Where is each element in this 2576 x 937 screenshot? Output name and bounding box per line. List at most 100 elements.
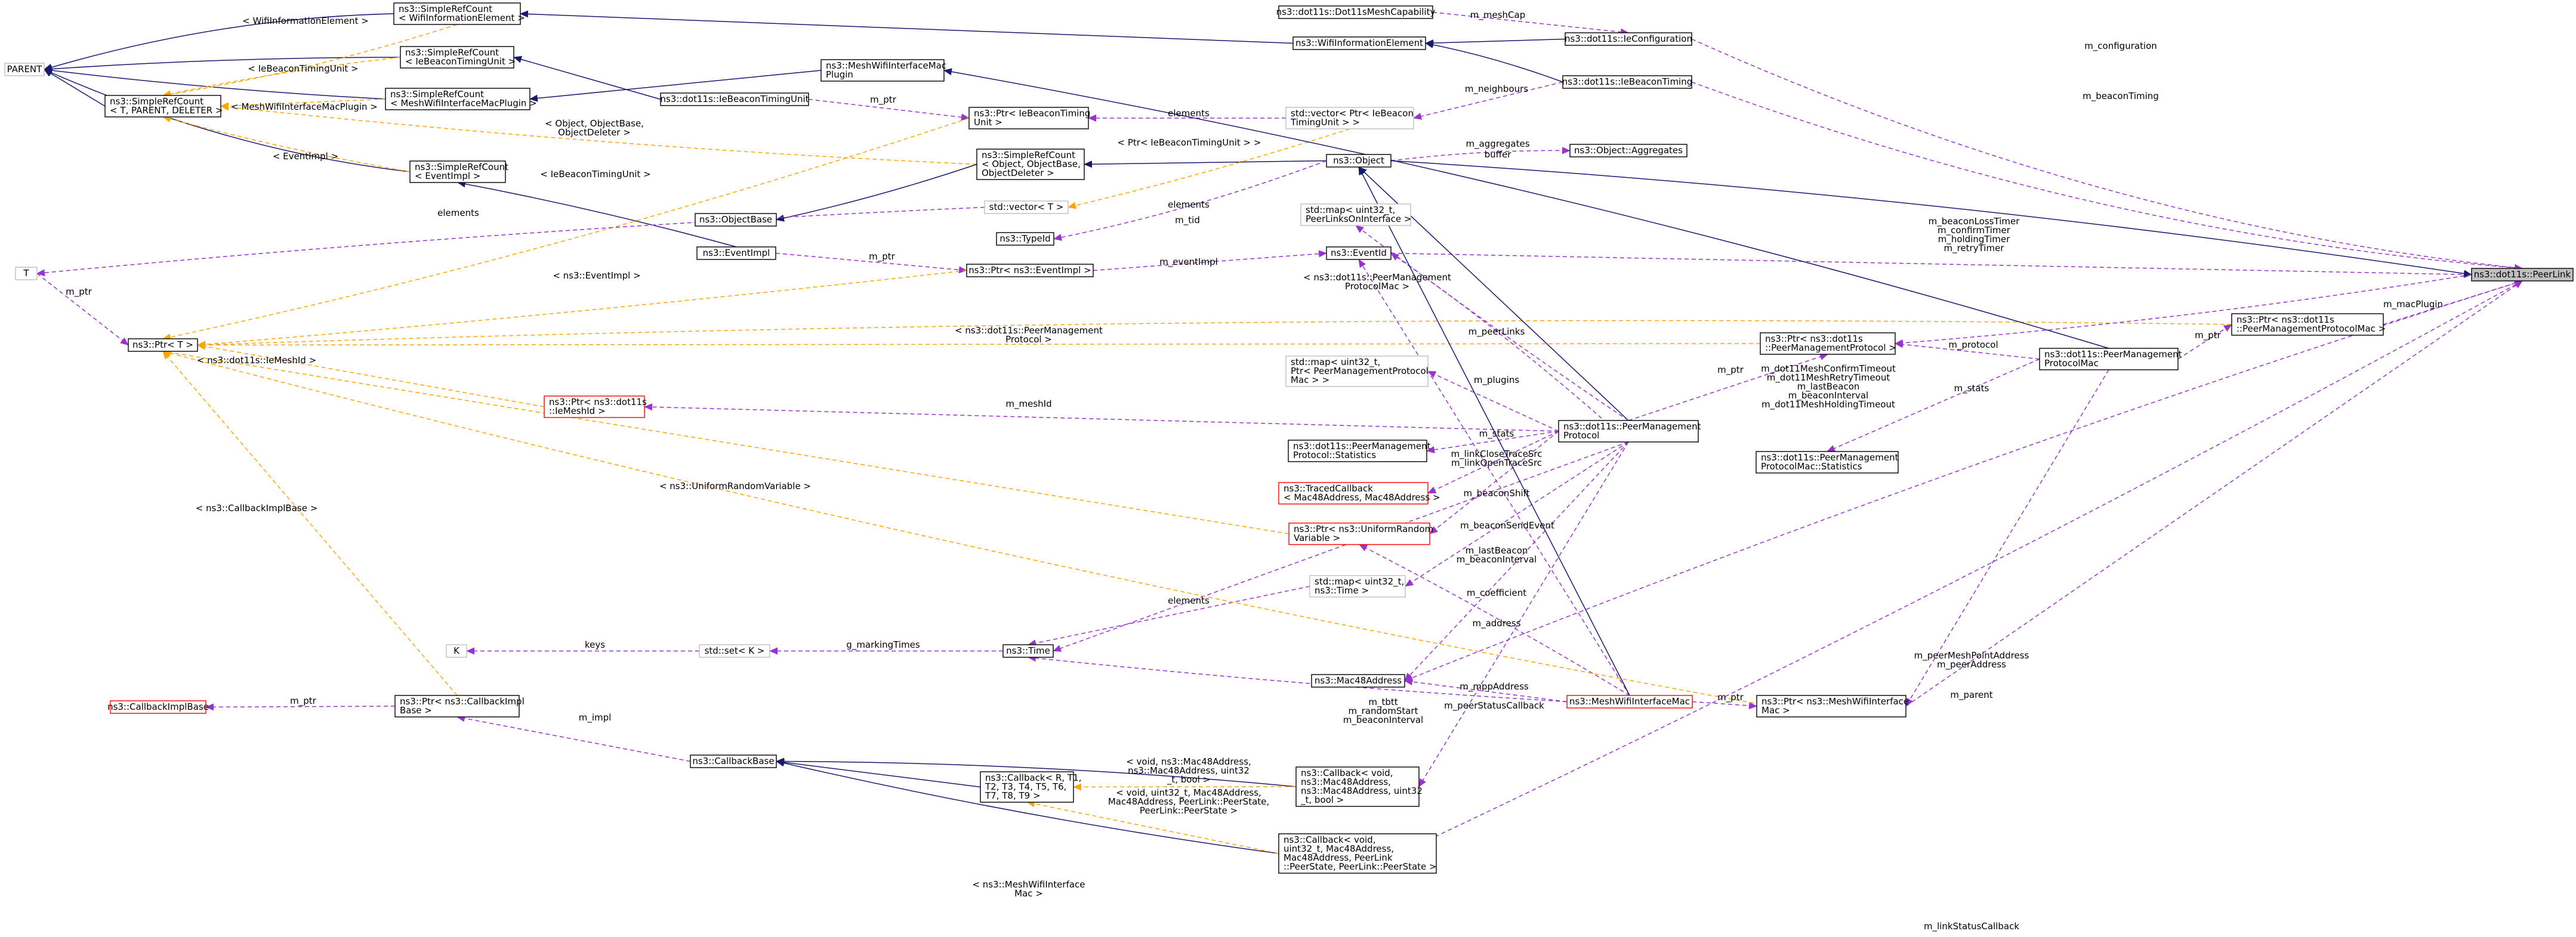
node-box bbox=[820, 59, 945, 82]
edge-label-lbl-impl: m_impl bbox=[579, 712, 612, 723]
edge-pmp-to-ptr_uniform bbox=[1429, 431, 1559, 534]
edge-label-lbl-ietimingunit: < IeBeaconTimingUnit > bbox=[248, 63, 358, 74]
node-callbackbase[interactable]: ns3::CallbackBase bbox=[690, 754, 777, 768]
edge-meshplugin-to-srcount_meshplugin bbox=[529, 70, 822, 102]
node-label: std::map< uint32_t,Ptr< PeerManagementPr… bbox=[1291, 357, 1429, 385]
edge-label-lbl-protocol: m_protocol bbox=[1948, 339, 1998, 351]
node-typeid[interactable]: ns3::TypeId bbox=[996, 232, 1054, 246]
node-mac48[interactable]: ns3::Mac48Address bbox=[1311, 674, 1405, 688]
node-box bbox=[400, 46, 514, 69]
node-ieconfig[interactable]: ns3::dot11s::IeConfiguration bbox=[1565, 32, 1692, 46]
node-box bbox=[2231, 313, 2384, 336]
node-t[interactable]: T bbox=[15, 267, 38, 280]
node-label: std::map< uint32_t,PeerLinksOnInterface … bbox=[1306, 205, 1411, 224]
node-srcount-wifiinfo[interactable]: ns3::SimpleRefCount< WifiInformationElem… bbox=[393, 2, 525, 25]
edge-pmp-to-traced_cb bbox=[1427, 431, 1559, 494]
node-k[interactable]: K bbox=[446, 644, 467, 658]
node-label: ns3::EventId bbox=[1331, 248, 1387, 258]
node-object-aggregates[interactable]: ns3::Object::Aggregates bbox=[1569, 144, 1687, 157]
edge-label-lbl-stats-pmp: m_stats bbox=[1479, 428, 1514, 440]
edge-ptr_eventimpl-to-eventid bbox=[1093, 250, 1327, 271]
node-box bbox=[1309, 575, 1406, 598]
node-srcount-ie-timing[interactable]: ns3::SimpleRefCount< IeBeaconTimingUnit … bbox=[400, 46, 516, 69]
node-iebeacontiming[interactable]: ns3::dot11s::IeBeaconTiming bbox=[1562, 75, 1693, 89]
node-label: std::vector< T > bbox=[989, 202, 1064, 212]
node-srcount-tpd[interactable]: ns3::SimpleRefCount< T, PARENT, DELETER … bbox=[104, 95, 223, 117]
edge-pmp-to-pmp_stats bbox=[1426, 431, 1559, 454]
node-callback-void-peer[interactable]: ns3::Callback< void,uint32_t, Mac48Addre… bbox=[1278, 833, 1437, 874]
node-ptr-eventimpl[interactable]: ns3::Ptr< ns3::EventImpl > bbox=[966, 264, 1094, 277]
node-label: ns3::Object::Aggregates bbox=[1574, 145, 1683, 156]
edge-pmpmac-to-ptr_meshwifimac bbox=[1905, 369, 2109, 707]
node-parent[interactable]: PARENT bbox=[4, 63, 45, 76]
node-peerlink[interactable]: ns3::dot11s::PeerLink bbox=[2471, 268, 2574, 282]
edge-label-lbl-beaconshift: m_beaconShift bbox=[1463, 488, 1529, 499]
node-label: ns3::Ptr< ns3::dot11s::IeMeshId > bbox=[549, 397, 647, 416]
edge-label-lbl-beacontiming: m_beaconTiming bbox=[2083, 91, 2159, 102]
node-box bbox=[996, 232, 1054, 246]
node-callback-tpl[interactable]: ns3::Callback< R, T1,T2, T3, T4, T5, T6,… bbox=[980, 771, 1081, 803]
node-wifiinfo[interactable]: ns3::WifiInformationElement bbox=[1292, 36, 1426, 50]
node-label: ns3::Object bbox=[1333, 155, 1384, 166]
node-ietimingunit[interactable]: ns3::dot11s::IeBeaconTimingUnit bbox=[660, 92, 809, 106]
node-map-peerlinks[interactable]: std::map< uint32_t,PeerLinksOnInterface … bbox=[1300, 203, 1411, 226]
node-srcount-eventimpl[interactable]: ns3::SimpleRefCount< EventImpl > bbox=[409, 160, 508, 183]
edge-pmp-to-ptr_pmp bbox=[1628, 353, 1828, 421]
edge-pmp-to-ptr_iemeshid bbox=[644, 403, 1559, 432]
node-eventid[interactable]: ns3::EventId bbox=[1326, 246, 1392, 260]
node-ptr-pmpmac[interactable]: ns3::Ptr< ns3::dot11s::PeerManagementPro… bbox=[2231, 313, 2386, 336]
node-dot11s-meshcap[interactable]: ns3::dot11s::Dot11sMeshCapability bbox=[1276, 5, 1436, 19]
edge-label-lbl-aggregates: m_aggregates bbox=[1466, 138, 1529, 150]
node-object[interactable]: ns3::Object bbox=[1326, 154, 1392, 168]
node-box bbox=[976, 149, 1085, 180]
node-box bbox=[544, 395, 645, 418]
node-box bbox=[1326, 246, 1392, 260]
edge-srcount_tpd-to-parent bbox=[44, 69, 106, 107]
node-srcount-meshplugin[interactable]: ns3::SimpleRefCount< MeshWifiInterfaceMa… bbox=[385, 88, 537, 110]
node-ptr-t[interactable]: ns3::Ptr< T > bbox=[128, 338, 198, 352]
edge-srcount_meshplugin-to-parent bbox=[44, 67, 386, 100]
node-eventimpl[interactable]: ns3::EventImpl bbox=[696, 246, 776, 260]
node-vector-t[interactable]: std::vector< T > bbox=[984, 200, 1069, 214]
edge-label-lbl-mptr-eventimpl: m_ptr bbox=[869, 251, 896, 262]
node-ptr-pmp[interactable]: ns3::Ptr< ns3::dot11s::PeerManagementPro… bbox=[1760, 332, 1896, 355]
edge-ptr_pmpmac-to-ptr_t bbox=[197, 320, 2232, 349]
node-label: ns3::EventImpl bbox=[703, 248, 770, 258]
node-time[interactable]: ns3::Time bbox=[1002, 644, 1054, 658]
node-box bbox=[980, 771, 1074, 803]
node-objectbase[interactable]: ns3::ObjectBase bbox=[695, 213, 777, 227]
node-set-k[interactable]: std::set< K > bbox=[699, 644, 770, 658]
node-label: ns3::TracedCallback< Mac48Address, Mac48… bbox=[1284, 483, 1440, 503]
edge-label-lbl-stats-mac: m_stats bbox=[1954, 383, 1989, 394]
node-cbimplbase[interactable]: ns3::CallbackImplBase bbox=[107, 700, 209, 714]
node-callback-void-mac[interactable]: ns3::Callback< void,ns3::Mac48Address,ns… bbox=[1295, 766, 1423, 807]
node-map-time[interactable]: std::map< uint32_t,ns3::Time > bbox=[1309, 575, 1406, 598]
node-box bbox=[1311, 674, 1405, 688]
edge-ptr_cbimplbase-to-ptr_t bbox=[162, 351, 458, 696]
edge-eventimpl-to-ptr_eventimpl bbox=[775, 252, 967, 274]
node-ptr-iemeshid[interactable]: ns3::Ptr< ns3::dot11s::IeMeshId > bbox=[544, 395, 647, 418]
node-label: ns3::Mac48Address bbox=[1315, 675, 1402, 686]
node-traced-cb[interactable]: ns3::TracedCallback< Mac48Address, Mac48… bbox=[1278, 482, 1440, 505]
node-srcount-object[interactable]: ns3::SimpleRefCount< Object, ObjectBase,… bbox=[976, 149, 1085, 180]
edge-label-lbl-mptr-ietiming: m_ptr bbox=[870, 94, 897, 106]
node-label: std::set< K > bbox=[705, 645, 765, 656]
edge-pmp-to-map_time bbox=[1405, 441, 1629, 587]
node-meshwifimac[interactable]: ns3::MeshWifiInterfaceMac bbox=[1566, 695, 1693, 709]
node-map-pmp-plugins[interactable]: std::map< uint32_t,Ptr< PeerManagementPr… bbox=[1285, 355, 1429, 387]
edge-label-lbl-mptr-pmpmac: m_ptr bbox=[2195, 330, 2222, 341]
